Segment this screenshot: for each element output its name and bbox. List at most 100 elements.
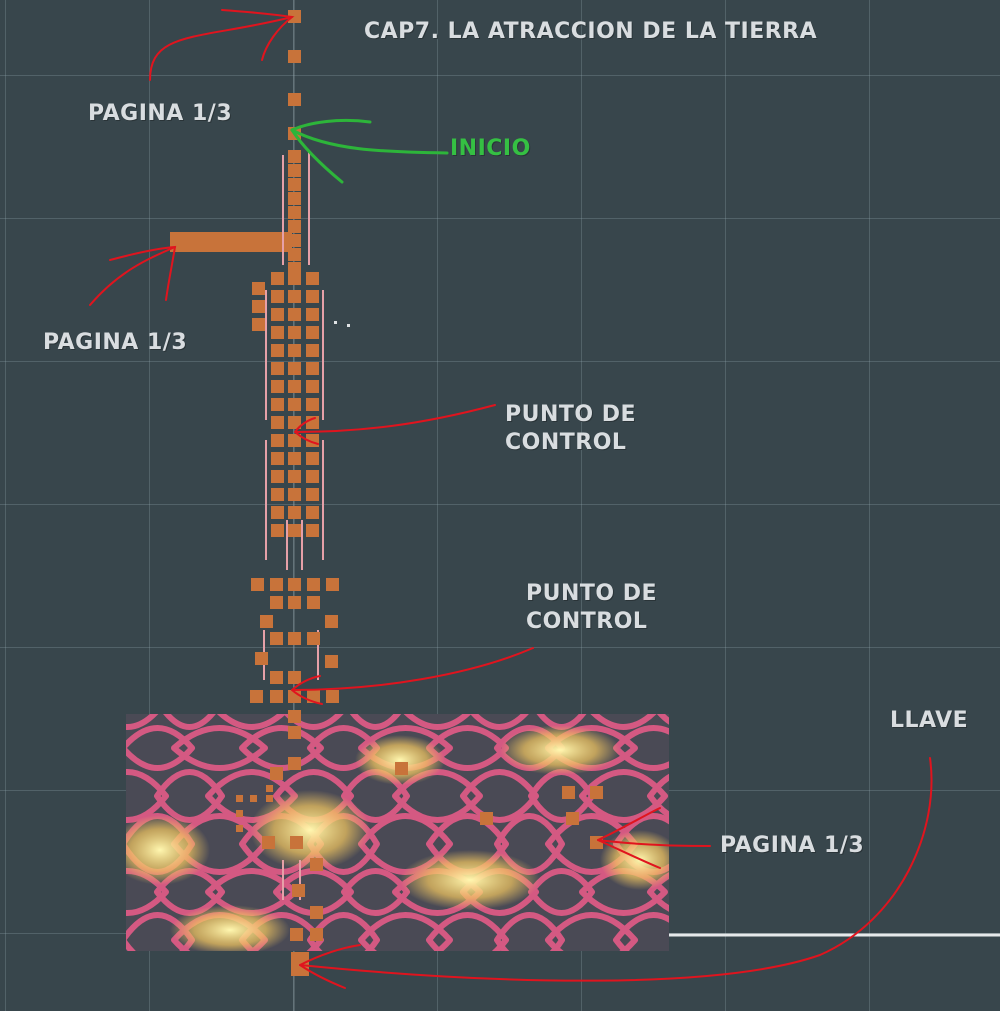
block[interactable]: [271, 398, 284, 411]
block[interactable]: [271, 434, 284, 447]
block[interactable]: [271, 326, 284, 339]
block[interactable]: [288, 234, 301, 247]
block[interactable]: [288, 362, 301, 375]
block[interactable]: [271, 524, 284, 537]
page-block[interactable]: [288, 93, 301, 106]
block[interactable]: [255, 652, 268, 665]
block[interactable]: [270, 671, 283, 684]
block[interactable]: [250, 690, 263, 703]
block[interactable]: [306, 272, 319, 285]
block[interactable]: [326, 578, 339, 591]
platform-beam[interactable]: [170, 232, 292, 252]
block[interactable]: [288, 757, 301, 770]
block[interactable]: [306, 326, 319, 339]
block[interactable]: [288, 506, 301, 519]
block[interactable]: [306, 506, 319, 519]
block[interactable]: [288, 524, 301, 537]
block[interactable]: [288, 344, 301, 357]
block[interactable]: [290, 928, 303, 941]
block[interactable]: [306, 488, 319, 501]
block[interactable]: [310, 928, 323, 941]
block[interactable]: [271, 362, 284, 375]
block[interactable]: [271, 470, 284, 483]
block[interactable]: [288, 192, 301, 205]
block[interactable]: [395, 762, 408, 775]
block[interactable]: [271, 452, 284, 465]
block-tower[interactable]: [236, 10, 603, 976]
block[interactable]: [307, 596, 320, 609]
block[interactable]: [325, 655, 338, 668]
block[interactable]: [288, 470, 301, 483]
block[interactable]: [288, 710, 301, 723]
block[interactable]: [306, 290, 319, 303]
block[interactable]: [325, 615, 338, 628]
block[interactable]: [288, 416, 301, 429]
block[interactable]: [306, 308, 319, 321]
block[interactable]: [566, 812, 579, 825]
block[interactable]: [271, 380, 284, 393]
block[interactable]: [252, 300, 265, 313]
page-block[interactable]: [288, 50, 301, 63]
block[interactable]: [310, 858, 323, 871]
block[interactable]: [271, 344, 284, 357]
block[interactable]: [288, 290, 301, 303]
block[interactable]: [288, 220, 301, 233]
block[interactable]: [288, 272, 301, 285]
block[interactable]: [288, 380, 301, 393]
block[interactable]: [288, 308, 301, 321]
block[interactable]: [288, 726, 301, 739]
block[interactable]: [288, 398, 301, 411]
block[interactable]: [288, 178, 301, 191]
block[interactable]: [251, 578, 264, 591]
block[interactable]: [306, 470, 319, 483]
block[interactable]: [306, 362, 319, 375]
block[interactable]: [288, 150, 301, 163]
block[interactable]: [292, 884, 305, 897]
block[interactable]: [590, 786, 603, 799]
block[interactable]: [271, 488, 284, 501]
block[interactable]: [262, 836, 275, 849]
block[interactable]: [271, 272, 284, 285]
block[interactable]: [310, 906, 323, 919]
block[interactable]: [288, 262, 301, 275]
block[interactable]: [288, 434, 301, 447]
block[interactable]: [250, 795, 257, 802]
block[interactable]: [270, 578, 283, 591]
block[interactable]: [288, 452, 301, 465]
block[interactable]: [260, 615, 273, 628]
block[interactable]: [271, 308, 284, 321]
page-block[interactable]: [288, 10, 301, 23]
block[interactable]: [288, 671, 301, 684]
block[interactable]: [288, 632, 301, 645]
block[interactable]: [288, 326, 301, 339]
block[interactable]: [252, 282, 265, 295]
block[interactable]: [288, 248, 301, 261]
block[interactable]: [270, 632, 283, 645]
block[interactable]: [236, 810, 243, 817]
block[interactable]: [270, 690, 283, 703]
block[interactable]: [288, 578, 301, 591]
block[interactable]: [266, 795, 273, 802]
block[interactable]: [288, 164, 301, 177]
block[interactable]: [266, 785, 273, 792]
block[interactable]: [480, 812, 493, 825]
block[interactable]: [270, 596, 283, 609]
block[interactable]: [236, 795, 243, 802]
block[interactable]: [326, 690, 339, 703]
block[interactable]: [306, 344, 319, 357]
block[interactable]: [290, 836, 303, 849]
block[interactable]: [236, 825, 243, 832]
block[interactable]: [288, 488, 301, 501]
block[interactable]: [307, 632, 320, 645]
block[interactable]: [307, 578, 320, 591]
block[interactable]: [562, 786, 575, 799]
block[interactable]: [271, 416, 284, 429]
block[interactable]: [306, 524, 319, 537]
block[interactable]: [288, 596, 301, 609]
block[interactable]: [306, 452, 319, 465]
block[interactable]: [288, 206, 301, 219]
block[interactable]: [252, 318, 265, 331]
block[interactable]: [271, 290, 284, 303]
block[interactable]: [306, 380, 319, 393]
block[interactable]: [270, 767, 283, 780]
